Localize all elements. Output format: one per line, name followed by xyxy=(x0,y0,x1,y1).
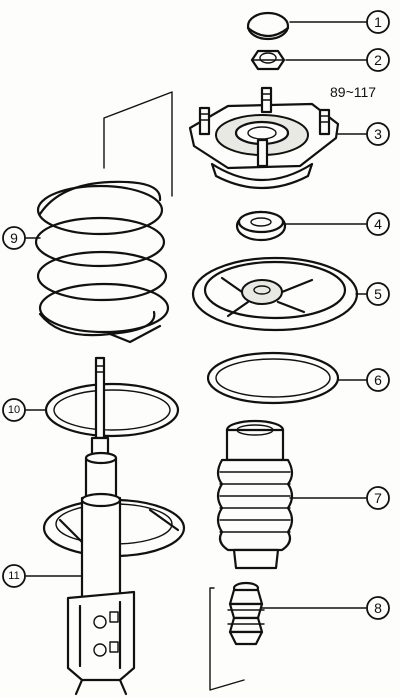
bearing xyxy=(235,210,287,242)
callout-9: 9 xyxy=(2,226,26,250)
bellows-boot xyxy=(216,419,294,570)
lock-nut xyxy=(250,49,286,71)
bump-stop xyxy=(227,581,265,646)
dust-cap xyxy=(246,11,290,41)
callout-label: 6 xyxy=(374,372,382,388)
strut-mount xyxy=(188,86,340,190)
callout-5: 5 xyxy=(366,282,390,306)
insulator-ring xyxy=(206,351,340,405)
group-bracket xyxy=(209,587,245,691)
upper-spring-seat xyxy=(191,256,359,332)
reference-code: 89~117 xyxy=(330,84,376,100)
spring-insulator xyxy=(44,382,180,438)
callout-label: 7 xyxy=(374,490,382,506)
callout-3: 3 xyxy=(366,122,390,146)
callout-7: 7 xyxy=(366,486,390,510)
callout-label: 2 xyxy=(374,52,382,68)
leader-lines xyxy=(25,21,367,609)
callout-8: 8 xyxy=(366,596,390,620)
callout-1: 1 xyxy=(366,10,390,34)
callout-label: 9 xyxy=(10,230,18,246)
callout-11: 11 xyxy=(2,564,26,588)
callout-6: 6 xyxy=(366,368,390,392)
callout-2: 2 xyxy=(366,48,390,72)
coil-spring xyxy=(34,91,173,344)
callout-10: 10 xyxy=(2,398,26,422)
callout-label: 4 xyxy=(374,216,382,232)
callout-label: 11 xyxy=(8,570,19,582)
callout-label: 5 xyxy=(374,286,382,302)
callout-label: 1 xyxy=(374,14,382,30)
callout-label: 3 xyxy=(374,126,382,142)
shock-absorber xyxy=(42,356,186,696)
callout-label: 8 xyxy=(374,600,382,616)
callout-4: 4 xyxy=(366,212,390,236)
callout-label: 10 xyxy=(8,404,20,416)
